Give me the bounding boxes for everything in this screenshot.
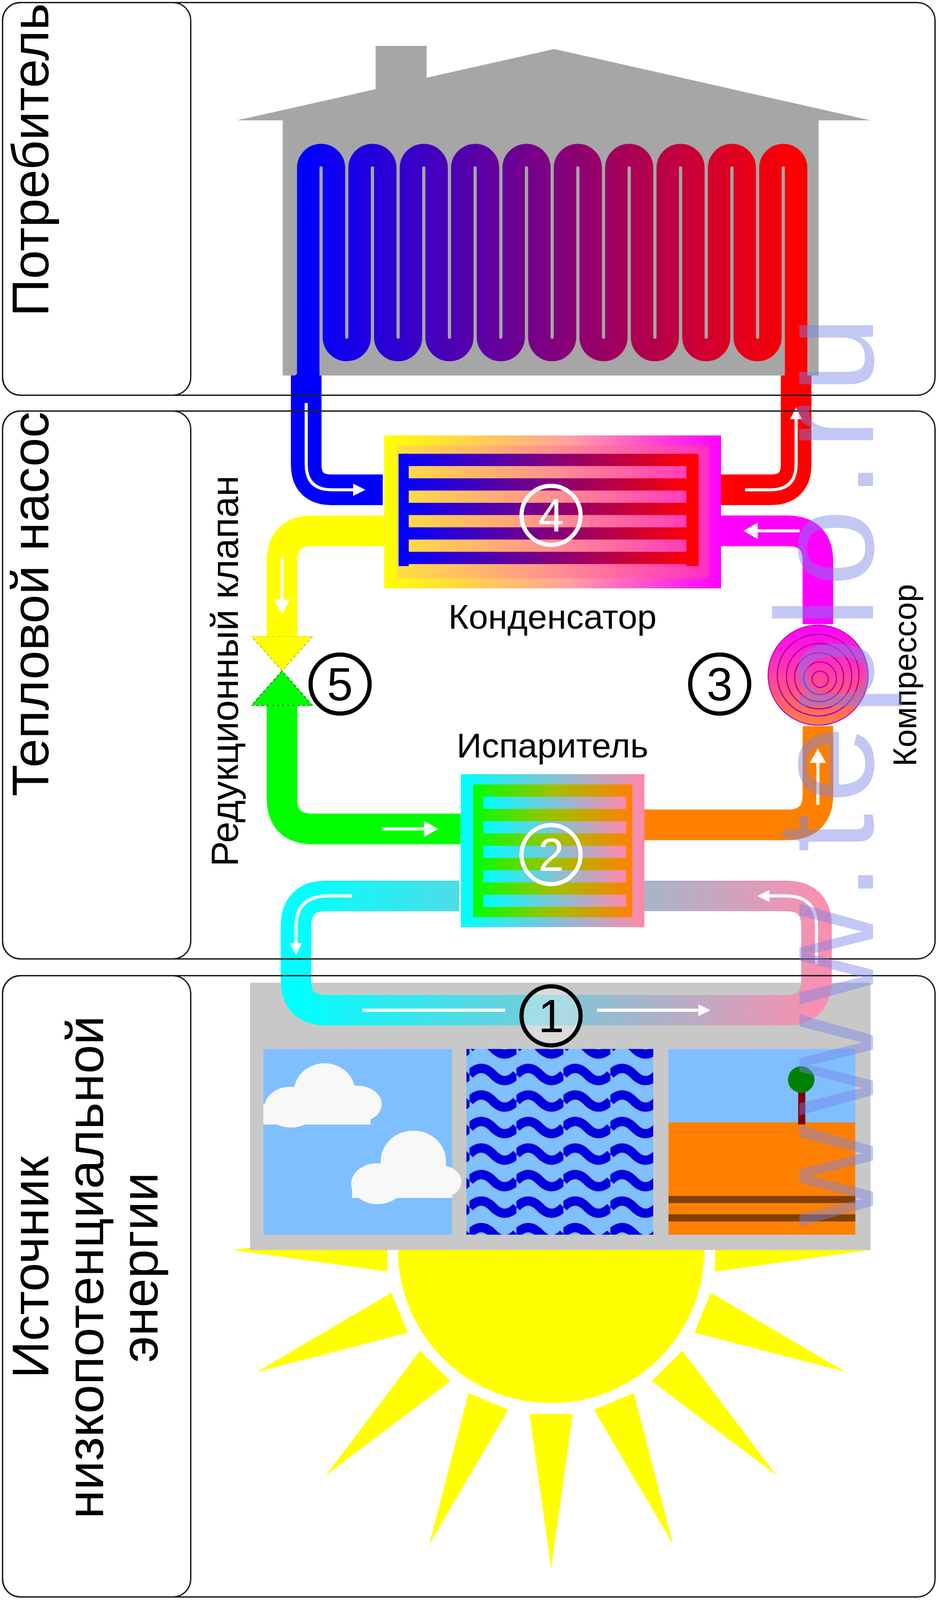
sun-ray: [326, 1350, 451, 1475]
band-title: Тепловой насос: [3, 411, 59, 797]
arrow-head: [274, 599, 291, 614]
component-label: Конденсатор: [448, 598, 657, 636]
arrow-head: [423, 820, 439, 837]
valve-shape: [251, 636, 313, 706]
callout-number: 4: [519, 483, 583, 547]
pipe: [282, 530, 385, 637]
band-title: Источник низкопотенциальной энергии: [3, 976, 168, 1558]
callout-number: 1: [519, 984, 583, 1048]
callout-number: 2: [519, 822, 583, 887]
sun-ray: [651, 1350, 777, 1475]
flow-arrow: [362, 1008, 506, 1012]
component-label: Редукционный клапан: [204, 475, 245, 867]
return-pipe: [306, 375, 383, 490]
clouds: [263, 1063, 462, 1204]
roof: [236, 48, 871, 121]
drawing-part: [483, 796, 627, 809]
heating-coil: [308, 155, 796, 380]
sun-ray: [529, 1413, 573, 1569]
pipe-fitting: [291, 367, 321, 390]
sun-ray: [429, 1392, 509, 1544]
drawing-part: [402, 551, 693, 564]
flow-arrow: [597, 1008, 705, 1012]
refrigerant-pipe: [274, 530, 385, 637]
watermark: www.teplo.ru: [755, 305, 895, 1226]
drawing-part: [384, 435, 722, 589]
callout-number: 5: [308, 652, 372, 716]
drawing-part: [251, 670, 313, 706]
drawing-part: [263, 1103, 371, 1125]
arrow-shaft: [381, 827, 424, 831]
drawing-part: [483, 894, 627, 907]
band-title: Потребитель: [3, 3, 59, 317]
air-picture: [263, 1048, 453, 1235]
drawing-part: [396, 445, 709, 579]
sun-ray: [694, 1292, 846, 1372]
water-picture: [466, 1048, 654, 1235]
sun-ray: [593, 1392, 673, 1544]
refrigerant-pipe: [282, 705, 461, 838]
drawing-part: [352, 1181, 453, 1198]
drawing-part: [251, 636, 313, 671]
drawing-part: [460, 774, 645, 928]
pipe: [282, 705, 461, 829]
drawing-part: [472, 784, 633, 918]
expansion-valve: Редукционный клапан: [251, 636, 313, 706]
drawing-part: [402, 453, 693, 466]
flow-arrow: [295, 895, 353, 949]
callout-number: 3: [688, 652, 752, 716]
component-label: Испаритель: [456, 727, 649, 764]
arrow-shaft: [280, 557, 284, 600]
sun-ray: [256, 1292, 408, 1372]
flow-arrow: [306, 402, 360, 490]
